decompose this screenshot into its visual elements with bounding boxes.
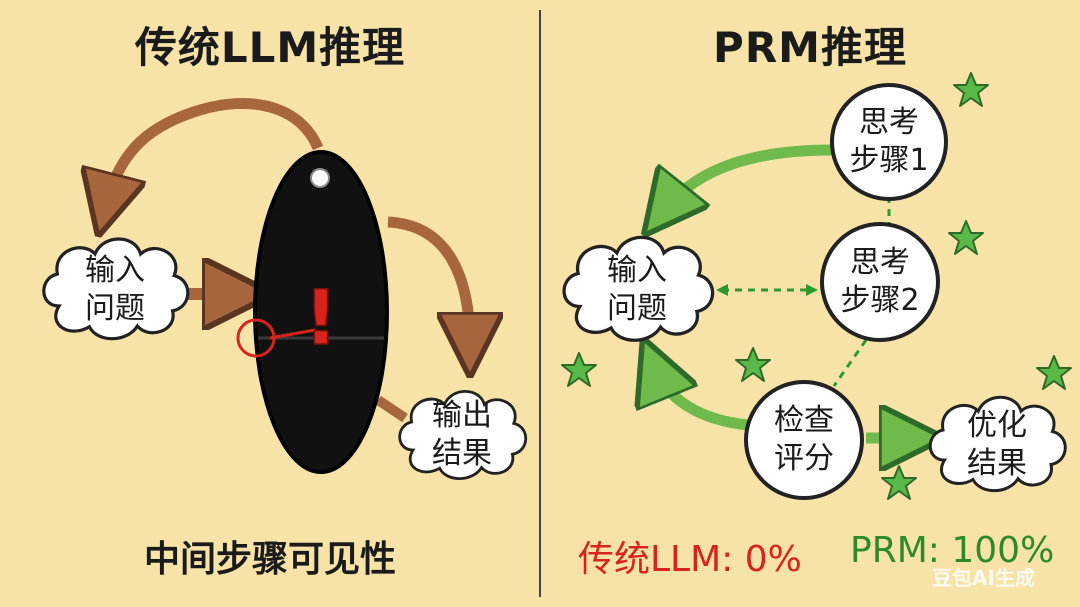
label-line: 优化 bbox=[967, 408, 1027, 443]
label-step2: 思考 步骤2 bbox=[825, 244, 935, 320]
label-optimize: 优化 结果 bbox=[947, 407, 1047, 483]
caption-prm: PRM: 100% bbox=[850, 530, 1055, 571]
label-line: 步骤2 bbox=[840, 283, 920, 318]
star-icon bbox=[1036, 355, 1072, 390]
arrow-step1-to-input bbox=[664, 144, 833, 210]
star-icon bbox=[881, 465, 917, 500]
arrow-box-to-output bbox=[387, 216, 470, 345]
alert-connector bbox=[269, 328, 316, 340]
arrow-check-to-input bbox=[655, 368, 749, 431]
label-line: 问题 bbox=[85, 291, 145, 326]
node-step1 bbox=[830, 83, 948, 201]
label-line: 评分 bbox=[774, 441, 834, 476]
dash-step2-check bbox=[832, 339, 868, 387]
arrow-box-to-input bbox=[106, 97, 324, 205]
right-title: PRM推理 bbox=[713, 23, 907, 72]
black-box-model bbox=[253, 150, 389, 474]
left-title: 传统LLM推理 bbox=[134, 23, 406, 72]
node-check bbox=[744, 380, 864, 500]
label-output-left: 输出 结果 bbox=[412, 397, 512, 473]
label-step1: 思考 步骤1 bbox=[834, 104, 944, 180]
label-line: 思考 bbox=[859, 105, 919, 140]
alert-exclamation: ! bbox=[304, 273, 339, 362]
label-line: 检查 bbox=[774, 403, 834, 438]
label-line: 结果 bbox=[967, 446, 1027, 481]
label-input-right: 输入 问题 bbox=[587, 252, 687, 328]
label-line: 输入 bbox=[607, 253, 667, 288]
star-icon bbox=[948, 220, 984, 255]
label-line: 问题 bbox=[607, 291, 667, 326]
label-line: 结果 bbox=[432, 436, 492, 471]
arrow-box-stub bbox=[375, 395, 408, 423]
label-line: 输入 bbox=[85, 253, 145, 288]
label-line: 输出 bbox=[432, 398, 492, 433]
label-line: 步骤1 bbox=[849, 143, 929, 178]
star-icon bbox=[561, 352, 597, 387]
node-step2 bbox=[820, 222, 940, 342]
watermark: 豆包AI生成 bbox=[932, 566, 1035, 590]
label-input-left: 输入 问题 bbox=[65, 252, 165, 328]
label-line: 思考 bbox=[850, 245, 910, 280]
label-check: 检查 评分 bbox=[749, 402, 859, 478]
star-icon bbox=[735, 347, 771, 382]
black-box-hole bbox=[310, 168, 330, 188]
caption-visibility: 中间步骤可见性 bbox=[143, 539, 396, 580]
star-icon bbox=[953, 72, 989, 107]
caption-traditional: 传统LLM: 0% bbox=[578, 539, 802, 580]
